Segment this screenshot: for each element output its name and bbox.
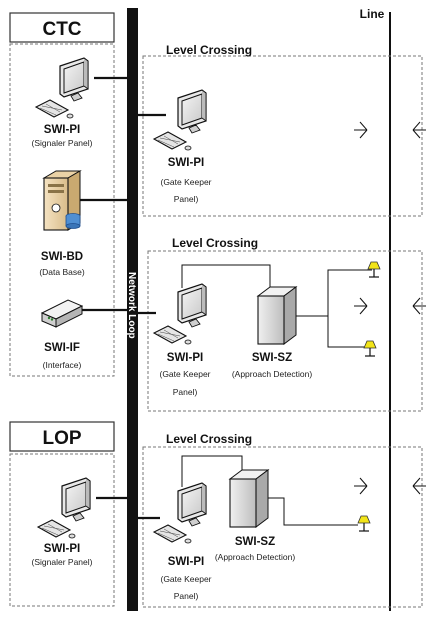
line-label: Line xyxy=(360,7,385,21)
crossing-3-gatekeeper-name: SWI-PI xyxy=(168,556,204,568)
crossing-3-gk-detector-link xyxy=(181,455,243,487)
crossing-3-gatekeeper-computer-icon xyxy=(153,482,207,544)
network-loop-label: Network Loop xyxy=(126,272,137,339)
lop-title: LOP xyxy=(42,428,81,449)
lop-signaler-desc: (Signaler Panel) xyxy=(32,557,93,567)
ctc-title-box xyxy=(9,12,115,43)
ctc-region xyxy=(9,43,115,377)
crossing-2-approach-desc: (Approach Detection) xyxy=(232,369,312,379)
crossing-3-approach-name: SWI-SZ xyxy=(235,536,275,548)
crossing-1-gatekeeper-computer-icon xyxy=(153,89,207,151)
crossing-2-warning-lamp-bottom-icon xyxy=(363,340,377,357)
crossing-3-title: Level Crossing xyxy=(166,432,252,446)
ctc-signaler-desc: (Signaler Panel) xyxy=(32,138,93,148)
ctc-signaler-name: SWI-PI xyxy=(44,124,80,136)
crossing-3-gatekeeper-desc-1: (Gate Keeper xyxy=(160,574,211,584)
crossing-1-title: Level Crossing xyxy=(166,43,252,57)
crossing-3-gatekeeper-desc-2: Panel) xyxy=(174,591,199,601)
database-server-icon xyxy=(42,170,82,231)
crossing-2-approach-detector-icon xyxy=(256,286,298,345)
interface-device-icon xyxy=(40,299,84,328)
crossing-3-detector-lamp-link xyxy=(268,497,358,526)
crossing-2-title: Level Crossing xyxy=(172,236,258,250)
crossing-3-region xyxy=(142,446,423,608)
crossing-3-warning-lamp-icon xyxy=(357,515,371,532)
crossing-2-gatekeeper-desc-1: (Gate Keeper xyxy=(159,369,210,379)
data-base-name: SWI-BD xyxy=(41,251,83,263)
crossing-2-lamp-bus xyxy=(327,269,372,348)
interface-desc: (Interface) xyxy=(43,360,82,370)
lop-title-box xyxy=(9,421,115,452)
lop-signaler-computer-icon xyxy=(37,477,91,539)
crossing-2-approach-name: SWI-SZ xyxy=(252,352,292,364)
data-base-desc: (Data Base) xyxy=(39,267,85,277)
network-loop-bar xyxy=(127,8,138,611)
crossing-2-gatekeeper-computer-icon xyxy=(153,283,207,345)
lop-signaler-name: SWI-PI xyxy=(44,543,80,555)
crossing-1-gatekeeper-desc-1: (Gate Keeper xyxy=(160,177,211,187)
ctc-signaler-computer-icon xyxy=(35,57,89,119)
crossing-2-gatekeeper-desc-2: Panel) xyxy=(173,387,198,397)
crossing-3-approach-desc: (Approach Detection) xyxy=(215,552,295,562)
crossing-1-region xyxy=(142,55,423,217)
interface-name: SWI-IF xyxy=(44,342,80,354)
ctc-title: CTC xyxy=(42,19,81,40)
crossing-3-approach-detector-icon xyxy=(228,469,270,528)
crossing-2-gk-detector-link xyxy=(181,264,271,288)
crossing-2-gatekeeper-name: SWI-PI xyxy=(167,352,203,364)
crossing-1-gatekeeper-desc-2: Panel) xyxy=(174,194,199,204)
crossing-1-gatekeeper-name: SWI-PI xyxy=(168,157,204,169)
lop-region xyxy=(9,453,115,607)
crossing-2-region xyxy=(147,250,423,412)
